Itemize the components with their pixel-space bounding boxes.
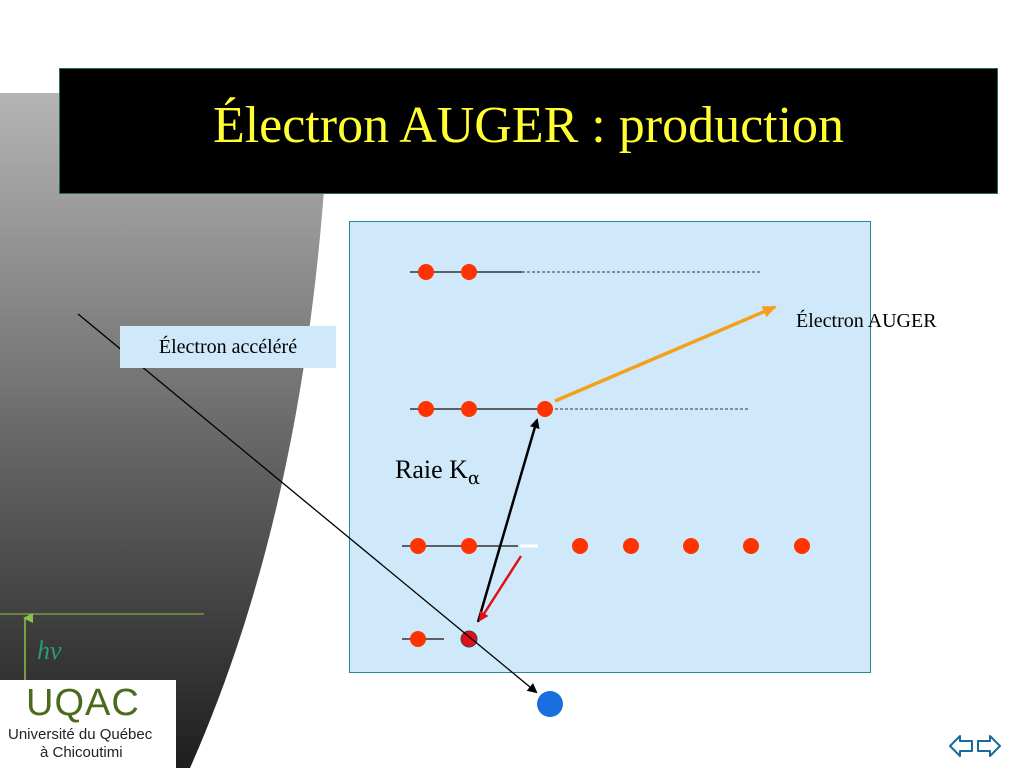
incoming-electron <box>537 691 563 717</box>
auger-electron-arrow <box>554 305 777 403</box>
core-electron <box>460 630 478 648</box>
electron <box>418 264 434 280</box>
electron <box>418 401 434 417</box>
logo-university-name: Université du Québec <box>8 726 153 743</box>
atom-energy-diagram <box>349 221 871 673</box>
electron <box>410 631 426 647</box>
double-arrow-icon[interactable] <box>948 730 1002 762</box>
electrons <box>410 264 810 647</box>
electron <box>572 538 588 554</box>
logo-mark: UQAC <box>26 682 140 724</box>
electron <box>410 538 426 554</box>
photon-label: hν <box>37 636 62 665</box>
vacancy-fill-arrow <box>478 555 523 622</box>
auger-electron-label: Électron AUGER <box>796 310 937 332</box>
raie-label-subscript: α <box>467 468 481 490</box>
electron <box>683 538 699 554</box>
electron <box>794 538 810 554</box>
slide-title: Électron AUGER : production <box>212 96 845 154</box>
electron <box>461 264 477 280</box>
electron <box>743 538 759 554</box>
uqac-logo: UQAC Université du Québec à Chicoutimi <box>0 680 176 768</box>
electron <box>461 538 477 554</box>
title-bar: Électron AUGER : production <box>59 68 998 194</box>
electron <box>623 538 639 554</box>
accelerated-electron-label: Électron accéléré <box>120 326 336 368</box>
electron <box>461 401 477 417</box>
raie-k-alpha-label: Raie Kα <box>395 455 480 489</box>
raie-label-text: Raie K <box>395 455 468 484</box>
logo-city-name: à Chicoutimi <box>40 744 123 761</box>
electron-emitted-origin <box>537 401 553 417</box>
accelerated-electron-path <box>77 313 538 694</box>
raie-k-alpha-arrow <box>476 418 540 623</box>
